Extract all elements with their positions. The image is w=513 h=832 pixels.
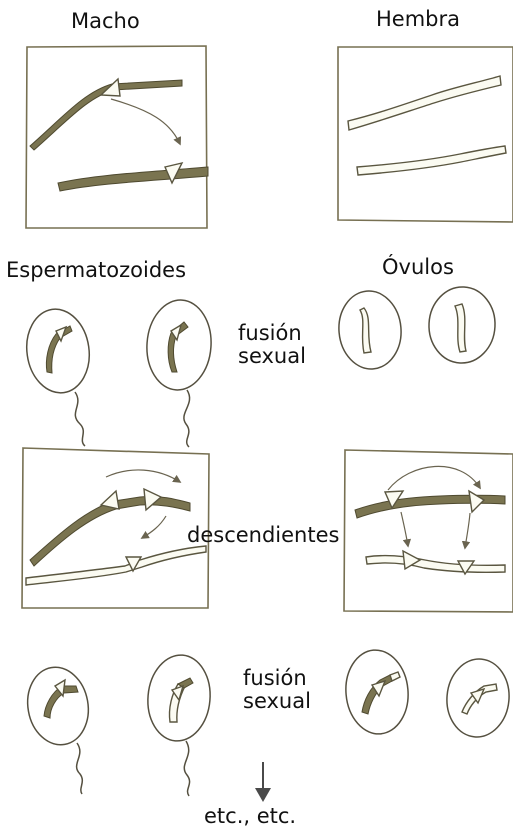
male-chromosome-lower — [58, 167, 208, 191]
down-arrow-icon — [255, 762, 271, 802]
ovum-1 — [336, 288, 405, 371]
gamete-recombinant-2 — [144, 652, 213, 796]
crossover-arrow — [106, 470, 180, 482]
female-parent-box — [338, 47, 513, 222]
sperm-label: Espermatozoides — [6, 259, 186, 282]
sexual-fusion-label-2: fusión sexual — [243, 667, 311, 713]
gamete-chromosome-light-segment — [390, 672, 400, 681]
offspring-box-right — [344, 450, 513, 612]
male-parent-box — [26, 46, 208, 228]
offspring-label: descendientes — [187, 524, 339, 547]
ovum-chromosome — [455, 304, 466, 352]
crossover-arrow — [401, 512, 408, 546]
sexual-fusion-label-1-line1: fusión — [238, 322, 306, 345]
gamete-chromosome — [362, 675, 392, 714]
offspring-box-left — [22, 448, 209, 608]
breakpoint-marker — [144, 489, 161, 510]
gamete-recombinant-4 — [444, 656, 513, 739]
ovum-chromosome — [360, 308, 371, 353]
sperm-cell-2 — [144, 298, 214, 447]
female-chromosome-lower — [357, 146, 506, 175]
crossover-arrow — [111, 99, 180, 144]
sperm-cell-1 — [21, 305, 94, 446]
crossover-arrow — [142, 516, 166, 538]
gamete-recombinant-1 — [22, 662, 95, 794]
crossover-arrow — [388, 466, 480, 490]
female-label: Hembra — [376, 8, 460, 31]
recombinant-chromosome-light — [366, 556, 505, 573]
ovum-2 — [427, 285, 497, 364]
gamete-recombinant-3 — [342, 647, 411, 736]
sexual-fusion-label-1-line2: sexual — [238, 345, 306, 368]
etc-label: etc., etc. — [204, 805, 296, 828]
sexual-fusion-label-2-line2: sexual — [243, 690, 311, 713]
male-label: Macho — [71, 10, 140, 33]
female-chromosome-upper — [348, 76, 501, 130]
crossover-arrow — [465, 513, 470, 548]
breakpoint-marker — [101, 491, 119, 509]
breakpoint-marker — [469, 491, 484, 512]
recombinant-chromosome-light — [26, 546, 206, 585]
ova-label: Óvulos — [382, 256, 454, 279]
sexual-fusion-label-2-line1: fusión — [243, 667, 311, 690]
sexual-fusion-label-1: fusión sexual — [238, 322, 306, 368]
